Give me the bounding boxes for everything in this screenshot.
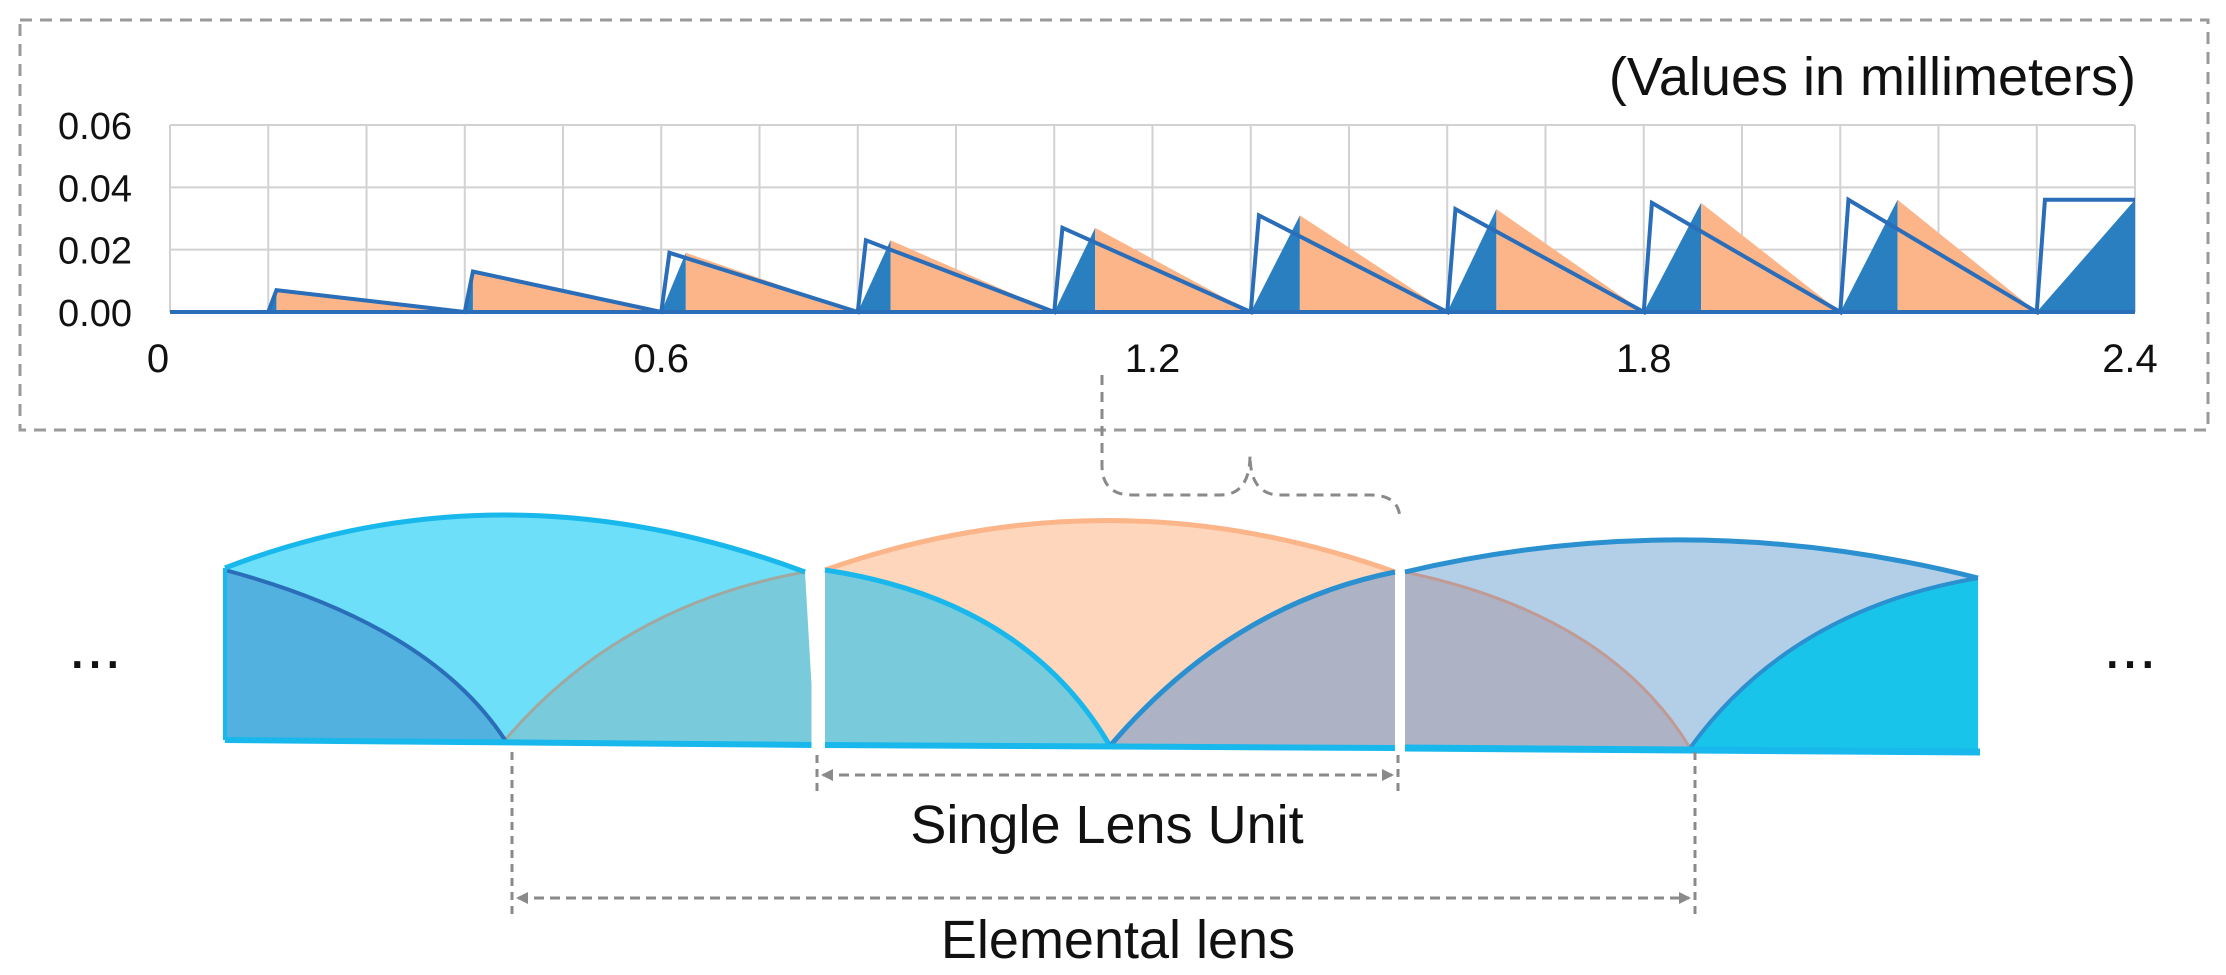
x-tick-label: 0.6 [633, 337, 689, 381]
center-lens-base [824, 742, 1396, 751]
facet-rise-9 [1840, 199, 1898, 312]
center-lens-outline [824, 518, 1396, 575]
profile-line [170, 196, 2135, 316]
right-lens-arc-left [1404, 570, 1692, 749]
facet-rise-10 [2036, 199, 2135, 312]
facet-fall-9 [1897, 199, 2037, 312]
facet-rise-3 [661, 252, 686, 312]
right-lens-gray-facet [1405, 572, 1690, 748]
center-lens-gray-facet [1110, 572, 1395, 748]
left-lens-base [224, 737, 816, 748]
chart-profile [170, 196, 2135, 316]
ellipsis-left: ... [68, 610, 121, 682]
x-tick-label: 1.8 [1616, 337, 1672, 381]
facet-rise-7 [1447, 209, 1497, 312]
lens-array: ... ... [68, 512, 2157, 756]
elemental-lens-label: Elemental lens [941, 910, 1295, 970]
y-tick-label: 0.06 [58, 106, 132, 148]
left-lens-arc-left [224, 568, 507, 742]
right-lens-outline [1404, 537, 1979, 581]
facet-fall-8 [1701, 202, 1841, 312]
y-tick-label: 0.04 [58, 168, 132, 210]
x-tick-label: 0 [147, 337, 169, 381]
facet-rise-4 [857, 240, 891, 312]
units-note: (Values in millimeters) [1609, 47, 2136, 107]
center-lens-arc-left [824, 567, 1113, 748]
y-tick-label: 0.02 [58, 231, 132, 273]
left-lens-dark-facet [225, 570, 505, 740]
chart-facets [268, 199, 2135, 312]
y-tick-label: 0.00 [58, 293, 132, 335]
facet-rise-6 [1250, 215, 1300, 312]
y-axis-ticks: 0.00 0.02 0.04 0.06 [58, 106, 132, 335]
x-tick-label: 2.4 [2102, 337, 2158, 381]
left-lens-overlap [505, 572, 815, 745]
facet-fall-3 [685, 252, 858, 312]
chart-panel: (Values in millimeters) 0.00 0.02 0.04 0.06… [18, 18, 2210, 432]
facet-fall-7 [1496, 209, 1644, 312]
chart-panel-border [18, 18, 2210, 432]
ellipsis-right: ... [2103, 610, 2156, 682]
elemental-lens-dimension: Elemental lens [510, 752, 1697, 970]
x-axis-ticks: 0 0.6 1.2 1.8 2.4 [147, 337, 2158, 381]
facet-fall-5 [1095, 227, 1251, 312]
right-lens-base [1404, 744, 1981, 756]
chart-to-lens-bracket [1100, 375, 1402, 521]
x-tick-label: 1.2 [1125, 337, 1181, 381]
center-lens-arc-right [1108, 569, 1396, 748]
facet-rise-5 [1054, 227, 1096, 312]
facet-fall-6 [1299, 215, 1448, 312]
left-lens-outline [224, 512, 806, 575]
single-lens-unit-label: Single Lens Unit [910, 795, 1303, 855]
single-lens-unit-dimension: Single Lens Unit [815, 755, 1400, 855]
center-lens-teal-facet [825, 570, 1110, 746]
facet-rise-8 [1643, 202, 1702, 312]
left-lens-arc-right [503, 570, 806, 741]
facet-fall-4 [890, 240, 1055, 312]
right-lens-bright-facet [1690, 578, 1978, 752]
right-lens-arc-right [1688, 576, 1979, 750]
